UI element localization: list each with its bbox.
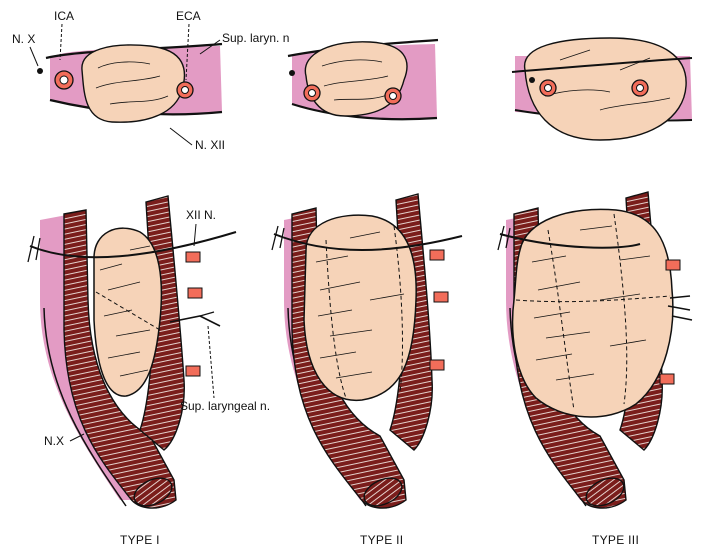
vagus-nerve-label-bottom: N.X <box>44 434 64 448</box>
type-2-label: TYPE II <box>360 533 403 547</box>
ica-label: ICA <box>54 9 74 23</box>
eca-label: ECA <box>176 9 201 23</box>
type-1-label: TYPE I <box>120 533 160 547</box>
sup-laryn-nerve-label: Sup. laryn. n <box>222 31 289 45</box>
vagus-nerve-label-top: N. X <box>12 32 35 46</box>
hypoglossal-nerve-label-top: N. XII <box>195 138 225 152</box>
sup-laryngeal-nerve-label: Sup. laryngeal n. <box>180 399 270 413</box>
vagus-nerve-dot <box>37 68 43 74</box>
tumor-illustration-type-2 <box>272 194 462 511</box>
tumor-illustration-type-1 <box>28 196 236 511</box>
cross-section-type-2 <box>288 40 438 119</box>
hypoglossal-nerve-label: XII N. <box>186 208 216 222</box>
tumor-illustration-type-3 <box>498 192 692 511</box>
type-captions: TYPE I TYPE II TYPE III <box>120 533 639 547</box>
cross-section-type-1 <box>37 44 222 122</box>
type-3-label: TYPE III <box>592 533 639 547</box>
cross-section-type-3 <box>512 38 692 140</box>
